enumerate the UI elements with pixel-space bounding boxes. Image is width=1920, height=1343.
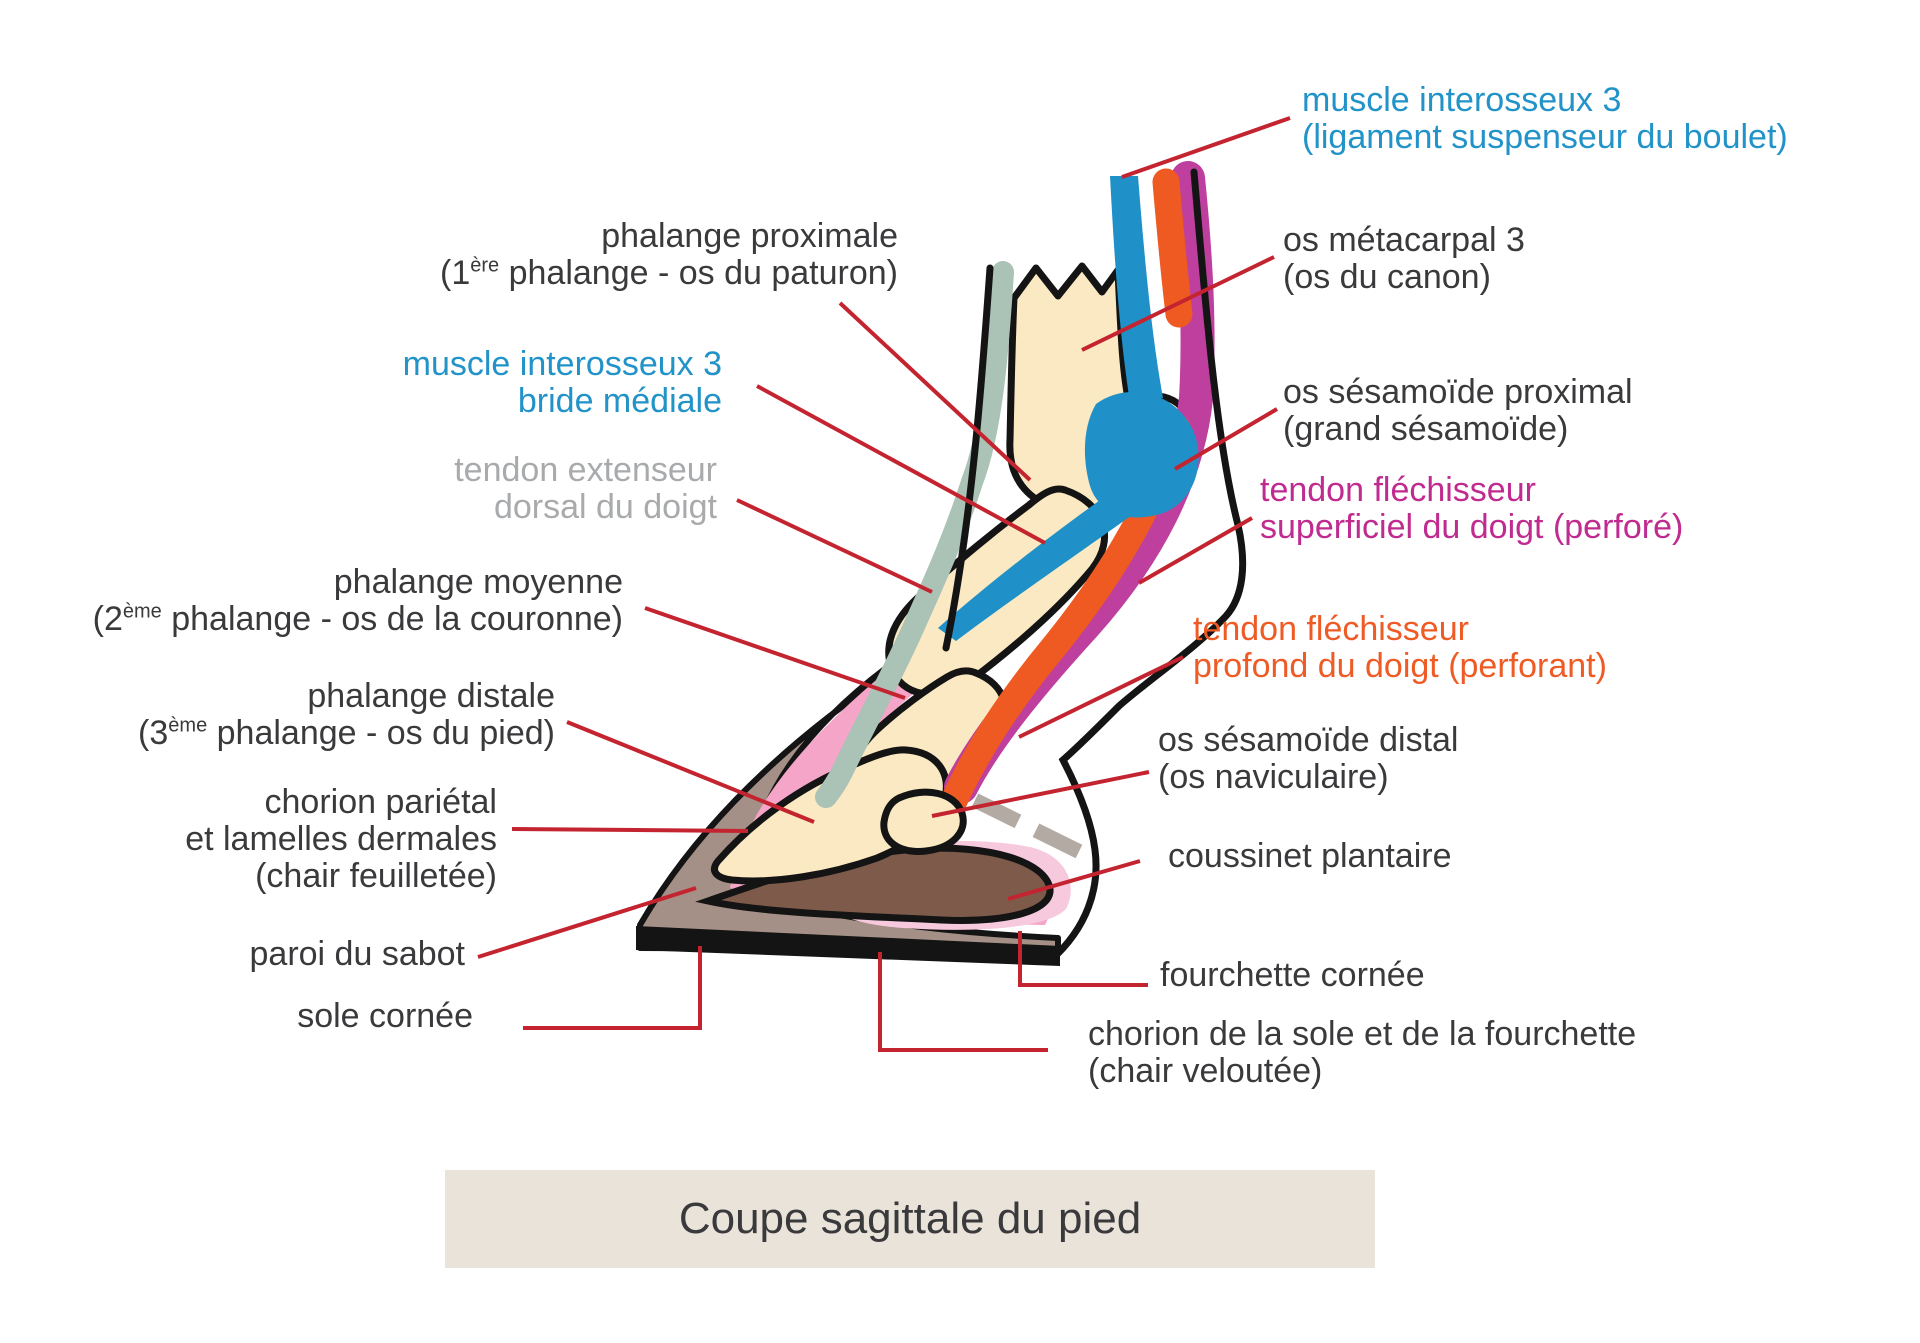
label-coussinet-plantaire: coussinet plantaire: [1168, 838, 1452, 875]
label-line: (os naviculaire): [1158, 758, 1389, 796]
label-muscle-interosseux-3: muscle interosseux 3 (ligament suspenseu…: [1302, 82, 1788, 156]
label-line: phalange moyenne: [333, 563, 623, 601]
label-chorion-parietal: chorion pariétal et lamelles dermales (c…: [185, 784, 497, 895]
label-muscle-interosseux-bride: muscle interosseux 3 bride médiale: [403, 346, 722, 420]
extensor-tendon-band: [815, 261, 1014, 808]
label-text-fragment: (1: [440, 254, 471, 292]
label-os-metacarpal-3: os métacarpal 3 (os du canon): [1283, 222, 1525, 296]
leader-phalange-proximale: [838, 301, 1032, 482]
label-line: (2ème phalange - os de la couronne): [93, 601, 623, 638]
leader-os-metacarpal-3: [1081, 255, 1275, 352]
caption-box: Coupe sagittale du pied: [445, 1170, 1375, 1268]
interosseous-muscle-band-upper: [1110, 176, 1163, 398]
label-line: (os du canon): [1283, 258, 1491, 296]
label-paroi-du-sabot: paroi du sabot: [250, 936, 466, 973]
label-phalange-proximale: phalange proximale (1ère phalange - os d…: [440, 218, 898, 292]
leader-phalange-moyenne: [644, 606, 906, 700]
label-line: tendon fléchisseur: [1260, 471, 1536, 509]
leader-os-sesamoide-distal: [931, 770, 1150, 818]
label-text-fragment: ème: [168, 714, 208, 737]
label-line: paroi du sabot: [249, 935, 466, 973]
leader-coussinet-plantaire: [1007, 859, 1141, 901]
label-os-sesamoide-distal: os sésamoïde distal (os naviculaire): [1158, 722, 1459, 796]
label-line: muscle interosseux 3: [1302, 81, 1622, 119]
leader-tendon-extenseur: [736, 498, 933, 594]
leader-chorion-parietal: [511, 827, 749, 833]
label-line: tendon fléchisseur: [1193, 610, 1469, 648]
leader-fourchette-cornee: [1018, 931, 1148, 987]
leader-phalange-distale: [566, 720, 815, 824]
label-sole-cornee: sole cornée: [297, 998, 473, 1035]
label-os-sesamoide-proximal: os sésamoïde proximal (grand sésamoïde): [1283, 374, 1633, 448]
ground-sole-bar: [636, 926, 1060, 966]
leader-os-sesamoide-proximal: [1173, 407, 1279, 471]
label-line: sole cornée: [297, 997, 473, 1035]
label-phalange-moyenne: phalange moyenne (2ème phalange - os de …: [93, 564, 623, 638]
leader-chorion-sole: [878, 952, 1048, 1052]
label-line: chorion pariétal: [264, 783, 497, 821]
label-line: os sésamoïde proximal: [1283, 373, 1633, 411]
label-line: et lamelles dermales: [185, 820, 497, 858]
label-text-fragment: (2: [92, 600, 123, 638]
label-line: (chair feuilletée): [255, 857, 497, 895]
label-line: (grand sésamoïde): [1283, 410, 1569, 448]
skin-outline-back: [1047, 168, 1247, 964]
label-line: (ligament suspenseur du boulet): [1302, 118, 1788, 156]
interosseous-muscle-medial-branch: [938, 490, 1132, 641]
label-text-fragment: ère: [470, 254, 500, 277]
interosseous-muscle-fetlock-blob: [1084, 391, 1199, 518]
label-line: coussinet plantaire: [1168, 837, 1452, 875]
label-tendon-flechisseur-profond: tendon fléchisseur profond du doigt (per…: [1193, 611, 1607, 685]
label-line: os métacarpal 3: [1283, 221, 1525, 259]
deep-flexor-tendon-band-upper: [1152, 168, 1193, 328]
label-line: bride médiale: [517, 382, 722, 420]
leader-sole-cornee: [523, 946, 702, 1030]
label-fourchette-cornee: fourchette cornée: [1160, 957, 1425, 994]
label-chorion-sole: chorion de la sole et de la fourchette (…: [1088, 1016, 1636, 1090]
label-line: muscle interosseux 3: [402, 345, 722, 383]
label-line: superficiel du doigt (perforé): [1260, 508, 1684, 546]
label-line: tendon extenseur: [454, 451, 717, 489]
label-tendon-extenseur: tendon extenseur dorsal du doigt: [454, 452, 717, 526]
label-line: (3ème phalange - os du pied): [138, 715, 555, 752]
label-line: os sésamoïde distal: [1158, 721, 1459, 759]
label-text-fragment: phalange - os du pied): [207, 714, 555, 752]
leader-tendon-flechisseur-superficiel: [1138, 516, 1253, 585]
leader-tendon-flechisseur-profond: [1018, 655, 1184, 739]
label-phalange-distale: phalange distale (3ème phalange - os du …: [138, 678, 555, 752]
skin-outline-front: [942, 264, 994, 652]
label-line: (1ère phalange - os du paturon): [440, 255, 898, 292]
label-line: fourchette cornée: [1160, 956, 1425, 994]
leader-muscle-interosseux-3: [1121, 116, 1291, 179]
label-line: profond du doigt (perforant): [1193, 647, 1607, 685]
label-text-fragment: (3: [138, 714, 169, 752]
label-line: dorsal du doigt: [493, 488, 717, 526]
leader-muscle-interosseux-bride: [756, 384, 1046, 545]
diagram-title: Coupe sagittale du pied: [678, 1194, 1142, 1243]
label-line: (chair veloutée): [1088, 1052, 1323, 1090]
label-tendon-flechisseur-superficiel: tendon fléchisseur superficiel du doigt …: [1260, 472, 1683, 546]
label-text-fragment: phalange - os du paturon): [499, 254, 898, 292]
label-line: phalange distale: [307, 677, 555, 715]
label-text-fragment: ème: [122, 600, 162, 623]
leader-paroi-du-sabot: [477, 886, 697, 959]
label-text-fragment: phalange - os de la couronne): [161, 600, 623, 638]
navicular-bone-shape: [880, 788, 967, 855]
label-line: chorion de la sole et de la fourchette: [1088, 1015, 1637, 1053]
label-line: phalange proximale: [601, 217, 898, 255]
